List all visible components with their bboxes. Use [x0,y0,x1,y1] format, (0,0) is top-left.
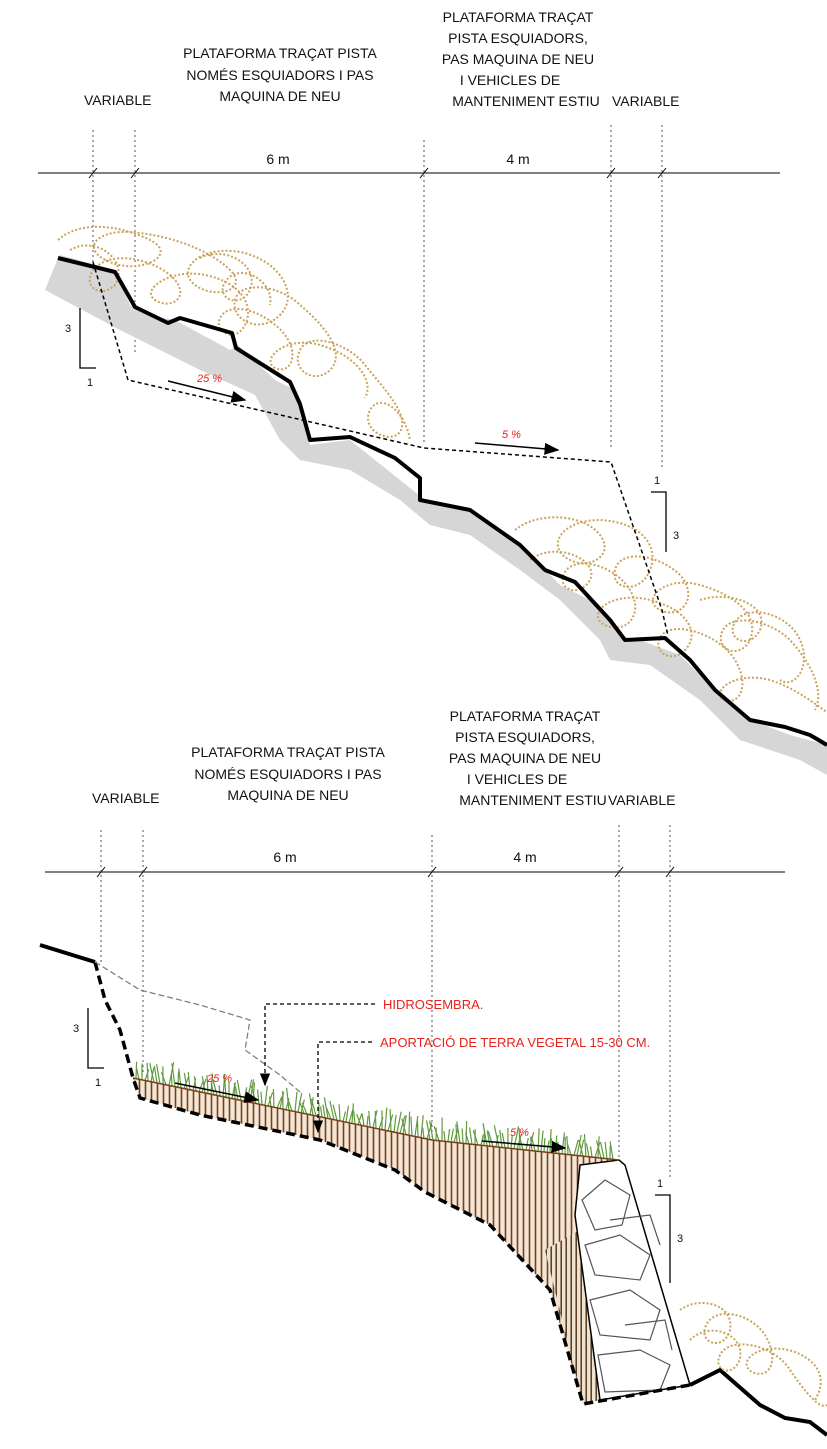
top-label-track-vehicles-2: PISTA ESQUIADORS, [448,30,588,46]
bottom-ratio-left-v: 3 [73,1023,79,1035]
top-shadow [45,255,827,775]
bottom-label-variable-right: VARIABLE [608,792,675,808]
top-ratio-right [651,491,667,552]
bottom-ratio-left [87,1008,104,1069]
bottom-label-track-vehicles-2: PISTA ESQUIADORS, [455,729,595,745]
top-terrain-line [57,256,827,747]
top-ratio-left-v: 3 [65,323,71,335]
bottom-scrub-vegetation [679,1301,827,1407]
top-slope-arrow-5 [474,442,560,455]
bottom-label-track-vehicles-1: PLATAFORMA TRAÇAT [450,708,601,724]
bottom-ratio-right [655,1194,671,1283]
bottom-ratio-right-h: 1 [657,1178,663,1190]
bottom-stone-pattern [581,1179,673,1393]
top-label-track-vehicles-4: I VEHICLES DE [460,72,560,88]
top-label-track-skiers-3: MAQUINA DE NEU [219,88,340,104]
bottom-slope-25: 25 % [206,1073,232,1085]
bottom-ratio-right-v: 3 [677,1233,683,1245]
top-label-track-vehicles-3: PAS MAQUINA DE NEU [442,51,594,67]
top-dim-4m: 4 m [506,151,529,167]
bottom-label-track-vehicles-4: I VEHICLES DE [467,771,567,787]
bottom-note-topsoil: APORTACIÓ DE TERRA VEGETAL 15-30 CM. [380,1035,650,1050]
top-label-track-vehicles-1: PLATAFORMA TRAÇAT [443,9,594,25]
top-section: VARIABLE PLATAFORMA TRAÇAT PISTA NOMÉS E… [38,9,827,775]
bottom-label-track-skiers-1: PLATAFORMA TRAÇAT PISTA [191,744,385,760]
bottom-soil-fill-deep [545,1230,600,1404]
bottom-terrain-lower [689,1367,827,1437]
top-label-variable-right: VARIABLE [612,93,679,109]
bottom-label-variable-left: VARIABLE [92,790,159,806]
bottom-grass-layer [135,1061,614,1160]
bottom-slope-5: 5 % [510,1127,529,1139]
top-slope-25: 25 % [196,373,222,385]
bottom-callout-hydroseed-leader [259,1003,375,1087]
top-dimension-ticks [88,167,667,179]
top-label-variable-left: VARIABLE [84,92,151,108]
top-label-track-skiers-1: PLATAFORMA TRAÇAT PISTA [183,45,377,61]
bottom-slope-arrow-5 [481,1140,567,1153]
bottom-extension-lines [100,825,671,1180]
top-scrub-vegetation-lower [514,516,827,713]
top-label-track-skiers-2: NOMÉS ESQUIADORS I PAS [186,67,373,83]
top-proposed-profile [92,261,669,637]
top-dim-6m: 6 m [266,151,289,167]
bottom-label-track-vehicles-5: MANTENIMENT ESTIU [459,792,607,808]
bottom-finished-surface [132,1077,620,1161]
top-ratio-left [79,308,96,369]
bottom-label-track-vehicles-3: PAS MAQUINA DE NEU [449,750,601,766]
top-slope-arrow-25 [167,380,247,403]
top-slope-5: 5 % [502,429,521,441]
top-ratio-right-v: 3 [673,530,679,542]
top-ratio-left-h: 1 [87,377,93,389]
bottom-note-hydroseed: HIDROSEMBRA. [383,997,483,1012]
bottom-label-track-skiers-2: NOMÉS ESQUIADORS I PAS [194,766,381,782]
bottom-slope-arrow-25 [174,1082,260,1104]
bottom-terrain-upper [39,943,96,964]
top-ratio-right-h: 1 [654,475,660,487]
bottom-excavation-line [93,961,691,1406]
bottom-dim-6m: 6 m [273,849,296,865]
bottom-section: VARIABLE PLATAFORMA TRAÇAT PISTA NOMÉS E… [39,708,827,1437]
bottom-ratio-left-h: 1 [95,1077,101,1089]
top-scrub-vegetation-upper [57,225,411,441]
top-label-track-vehicles-5: MANTENIMENT ESTIU [452,93,600,109]
bottom-topsoil-layer [133,1078,619,1404]
bottom-label-track-skiers-3: MAQUINA DE NEU [227,787,348,803]
bottom-dim-4m: 4 m [513,849,536,865]
top-extension-lines [92,125,663,470]
bottom-original-terrain [94,961,301,1093]
bottom-callout-topsoil-leader [312,1041,372,1134]
